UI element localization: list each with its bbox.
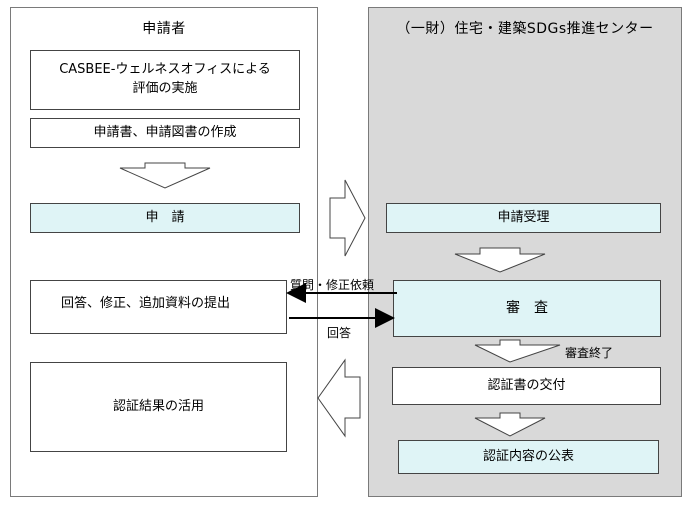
submit-arrow	[329, 179, 366, 257]
down-arrow-4	[474, 412, 546, 437]
center-panel: （一財）住宅・建築SDGs推進センター	[368, 7, 682, 497]
down-arrow-3	[474, 339, 561, 363]
review-box: 審 査	[393, 280, 661, 337]
document-prep-box: 申請書、申請図書の作成	[30, 118, 300, 148]
result-use-box: 認証結果の活用	[30, 362, 287, 452]
publication-box: 認証内容の公表	[398, 440, 659, 474]
question-label: 質問・修正依頼	[290, 278, 375, 292]
answer-label: 回答	[327, 326, 352, 340]
evaluation-box: CASBEE-ウェルネスオフィスによる 評価の実施	[30, 50, 300, 110]
response-box: 回答、修正、追加資料の提出	[30, 280, 287, 334]
center-title: （一財）住宅・建築SDGs推進センター	[396, 21, 654, 37]
return-arrow	[317, 358, 361, 438]
application-box: 申 請	[30, 203, 300, 233]
down-arrow-2	[454, 247, 546, 273]
down-arrow-1	[119, 162, 211, 189]
review-end-label: 審査終了	[565, 346, 614, 360]
applicant-title: 申請者	[142, 21, 186, 37]
receipt-box: 申請受理	[386, 203, 661, 233]
certificate-issue-box: 認証書の交付	[392, 367, 661, 405]
